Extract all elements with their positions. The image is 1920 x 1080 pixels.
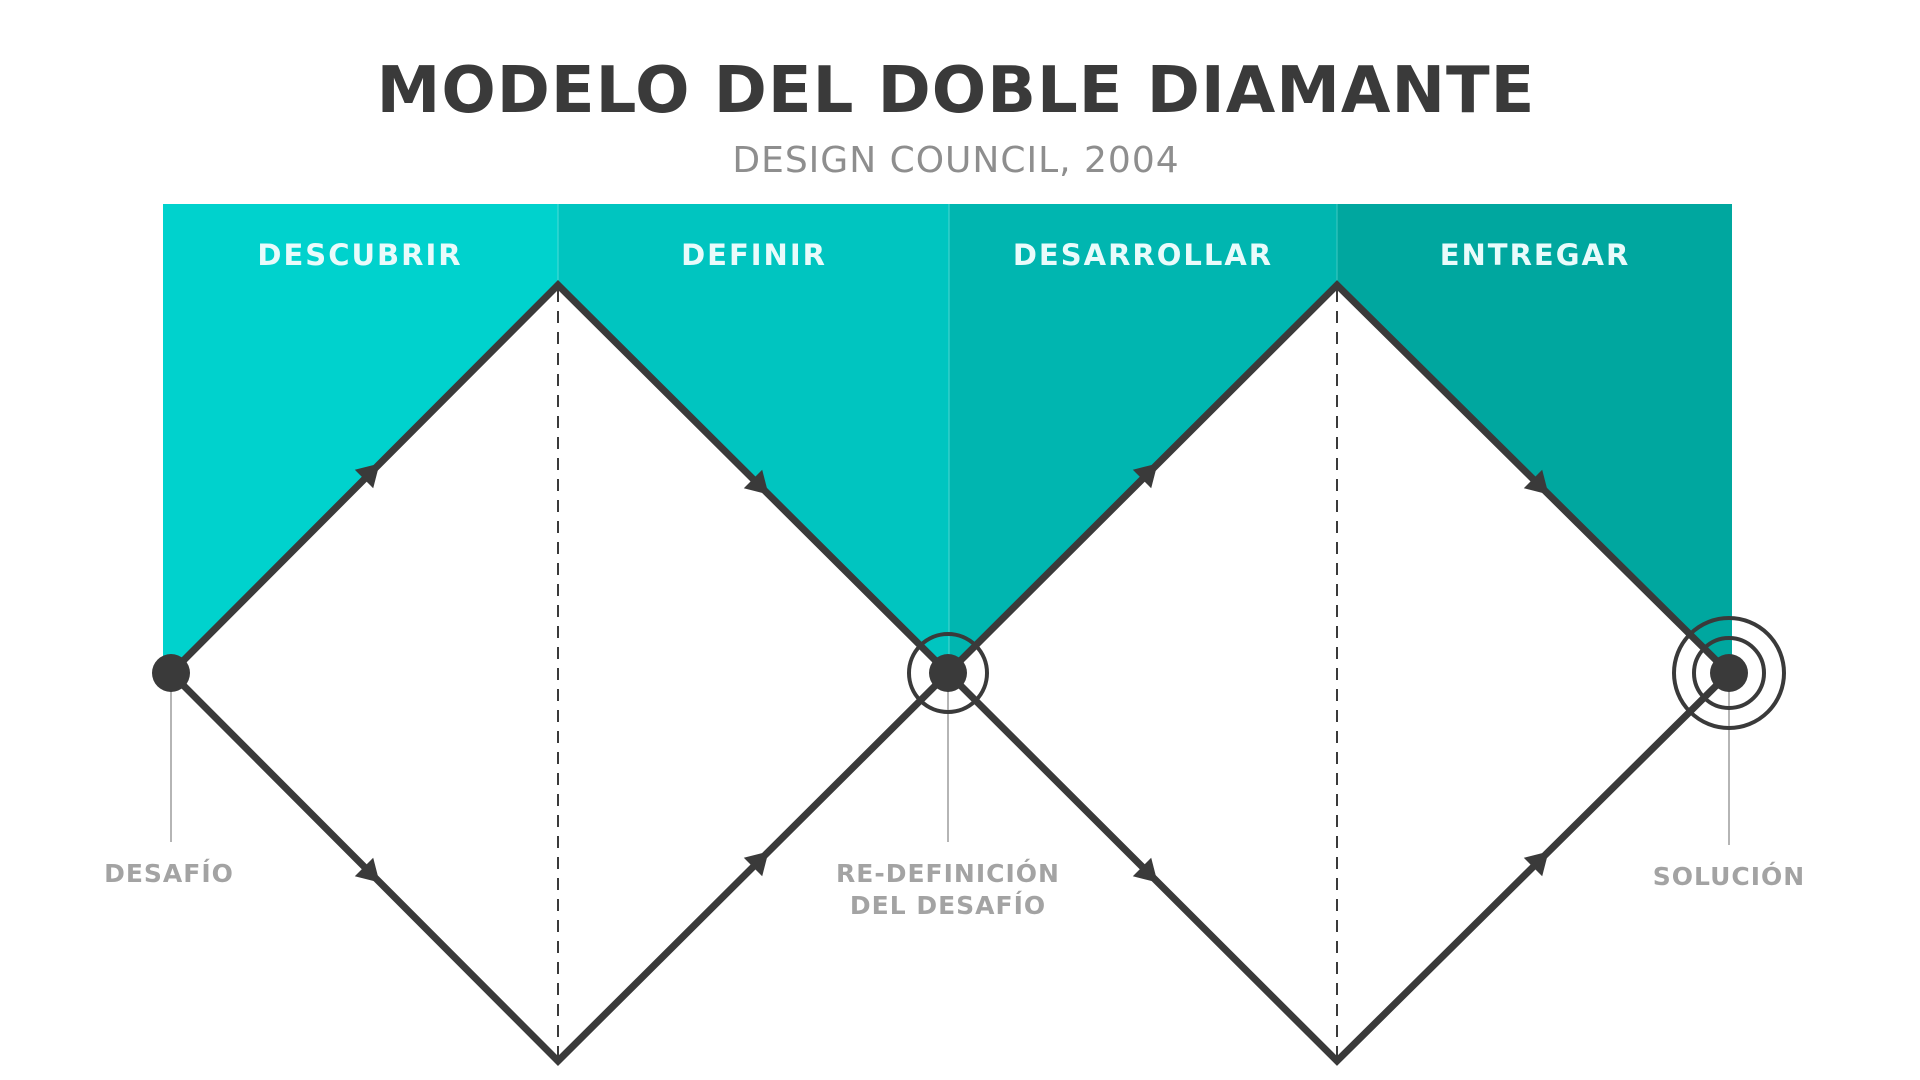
desafio-node: [152, 654, 190, 692]
diagram-subtitle: DESIGN COUNCIL, 2004: [732, 140, 1179, 181]
phase-label-desarrollar: DESARROLLAR: [1013, 238, 1273, 272]
arrow-down-right-icon: [1132, 857, 1158, 883]
arrow-up-right-icon: [1523, 851, 1549, 877]
solucion-outer-ring: [1672, 616, 1786, 730]
phase-label-descubrir: DESCUBRIR: [257, 238, 462, 272]
arrow-up-right-icon: [743, 851, 769, 877]
arrow-down-right-icon: [354, 857, 380, 883]
diagram-title: MODELO DEL DOBLE DIAMANTE: [377, 54, 1536, 128]
phase-region-definir: [558, 204, 949, 673]
arrow-down-right-icon: [1523, 469, 1549, 495]
arrow-down-right-icon: [743, 469, 769, 495]
phase-region-entregar: [1337, 204, 1732, 673]
arrow-up-right-icon: [354, 463, 380, 489]
phase-region-desarrollar: [949, 204, 1337, 673]
phase-region-descubrir: [163, 204, 558, 673]
arrow-up-right-icon: [1132, 463, 1158, 489]
solucion-inner-ring: [1692, 636, 1766, 710]
phase-label-definir: DEFINIR: [681, 238, 827, 272]
redefinicion-node: [929, 654, 967, 692]
milestone-label-solucion: SOLUCIÓN: [1653, 861, 1805, 891]
milestone-label-redefinicion-line2: DEL DESAFÍO: [850, 891, 1046, 920]
milestone-label-desafio: DESAFÍO: [104, 859, 234, 888]
phase-label-entregar: ENTREGAR: [1440, 238, 1631, 272]
solucion-node: [1710, 654, 1748, 692]
redefinicion-ring: [907, 632, 989, 714]
milestone-label-redefinicion-line1: RE-DEFINICIÓN: [836, 858, 1060, 888]
